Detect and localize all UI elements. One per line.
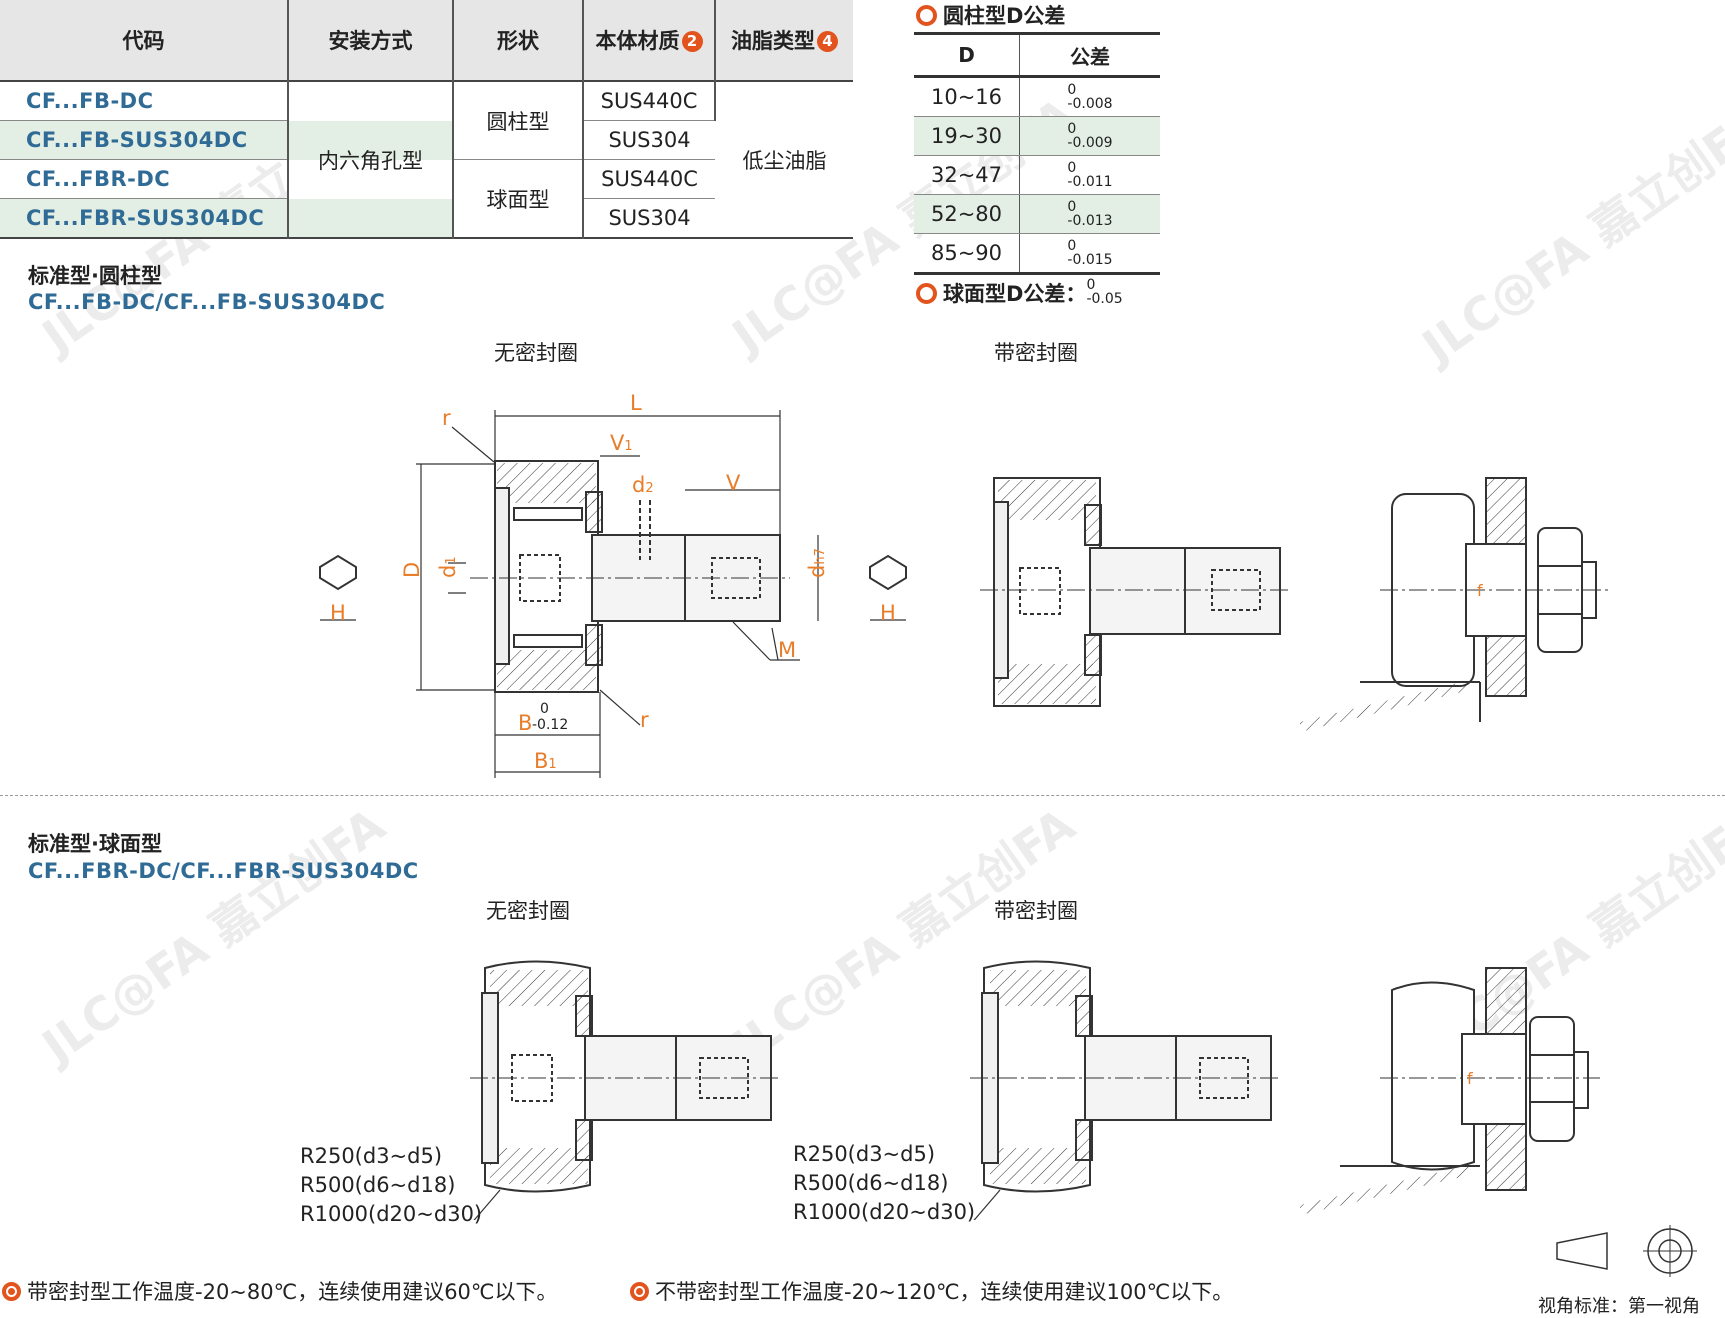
tol-value: 0-0.008: [1019, 76, 1160, 117]
grease-cell: 低尘油脂: [742, 148, 827, 173]
tol-range: 19~30: [914, 116, 1020, 156]
projection-label: 视角标准：第一视角: [1538, 1296, 1700, 1317]
bullet-icon: [630, 1282, 649, 1301]
material-cell: SUS440C: [601, 167, 698, 191]
dim-D: D: [400, 562, 424, 578]
dim-B-lower: -0.12: [532, 717, 568, 733]
sphere-drawing: f: [470, 960, 1600, 1220]
tol-value: 0-0.015: [1019, 233, 1160, 275]
section1-codes: CF...FB-DC/CF...FB-SUS304DC: [28, 290, 386, 314]
dim-H: H: [330, 601, 346, 625]
dim-r: r: [640, 708, 649, 732]
cylinder-drawing: L V1 d2 V D d1 dh7 H H M r r B 0 -0.12 B…: [319, 391, 1610, 778]
dim-d2: d2: [632, 473, 654, 497]
dim-V: V: [726, 471, 741, 495]
dim-B1: B1: [534, 749, 557, 773]
bullet-icon: [2, 1282, 21, 1301]
table-row: 10~16 0-0.008: [914, 76, 1160, 117]
grease-note-badge: 4: [817, 31, 838, 52]
tol-value: 0-0.009: [1019, 116, 1160, 156]
header-code: 代码: [0, 0, 289, 81]
header-shape: 形状: [453, 0, 584, 81]
material-cell: SUS304: [583, 120, 715, 160]
header-mount: 安装方式: [288, 0, 454, 81]
dim-f: f: [1477, 581, 1483, 600]
section1-caption-sealed: 带密封圈: [994, 341, 1078, 365]
tol-range: 85~90: [914, 233, 1020, 275]
tol-value: 0-0.011: [1019, 155, 1160, 195]
dim-B: B: [518, 711, 532, 735]
code-cell: CF...FB-DC: [0, 81, 289, 121]
section-divider: [0, 795, 1725, 796]
section1-title: 标准型·圆柱型: [28, 264, 162, 288]
tolerance-table: D 公差 10~16 0-0.008 19~30 0-0.009 32~47 0…: [914, 32, 1160, 275]
code-cell: CF...FBR-SUS304DC: [0, 198, 289, 238]
table-row: 32~47 0-0.011: [914, 155, 1160, 195]
dim-V1: V1: [610, 431, 633, 455]
section2-codes: CF...FBR-DC/CF...FBR-SUS304DC: [28, 859, 419, 883]
table-row: CF...FB-DC 内六角孔型 圆柱型 SUS440C 低尘油脂: [0, 81, 853, 238]
section2-title: 标准型·球面型: [28, 832, 162, 856]
first-angle-projection-icon: [1556, 1225, 1697, 1277]
shape-cell-sphere: 球面型: [453, 159, 584, 238]
dim-dh7: dh7: [805, 548, 829, 578]
section2-caption-sealed: 带密封圈: [994, 899, 1078, 923]
section1-caption-unsealed: 无密封圈: [494, 341, 578, 365]
radius-notes-right: R250(d3~d5)R500(d6~d18)R1000(d20~d30): [793, 1142, 976, 1224]
note-sealed: 带密封型工作温度-20~80℃，连续使用建议60℃以下。: [2, 1276, 558, 1306]
mount-cell: 内六角孔型: [288, 81, 454, 238]
tol-range: 52~80: [914, 194, 1020, 234]
tolerance-title: 圆柱型D公差: [916, 0, 1065, 30]
ring-icon: [916, 5, 937, 26]
dim-M: M: [778, 638, 796, 662]
dim-B-upper: 0: [540, 701, 549, 717]
tol-range: 32~47: [914, 155, 1020, 195]
dim-r: r: [442, 406, 451, 430]
tol-header-tol: 公差: [1019, 32, 1160, 78]
section2-caption-unsealed: 无密封圈: [486, 899, 570, 923]
tol-value: 0-0.013: [1019, 194, 1160, 234]
dim-d1: d1: [436, 556, 460, 578]
tol-header-d: D: [914, 32, 1020, 78]
sphere-tolerance: 球面型D公差：0-0.05: [916, 278, 1123, 308]
dim-H: H: [880, 601, 896, 625]
shape-cell-cylinder: 圆柱型: [453, 81, 584, 160]
code-cell: CF...FBR-DC: [0, 159, 289, 199]
dim-L: L: [630, 391, 642, 415]
note-unsealed: 不带密封型工作温度-20~120℃，连续使用建议100℃以下。: [630, 1276, 1233, 1306]
watermark: JLC@FA 嘉立创FA: [1412, 97, 1725, 374]
ring-icon: [916, 283, 937, 304]
table-row: 52~80 0-0.013: [914, 194, 1160, 234]
material-cell: SUS304: [583, 198, 715, 238]
tol-range: 10~16: [914, 76, 1020, 117]
material-note-badge: 2: [681, 31, 703, 52]
table-row: CF...FBR-DC 球面型 SUS440C: [0, 159, 853, 238]
material-cell: SUS440C: [583, 81, 716, 121]
radius-notes-left: R250(d3~d5)R500(d6~d18)R1000(d20~d30): [300, 1144, 483, 1226]
code-cell: CF...FB-SUS304DC: [0, 120, 289, 160]
dim-f: f: [1467, 1069, 1473, 1088]
table-row: 85~90 0-0.015: [914, 233, 1160, 275]
table-row: 19~30 0-0.009: [914, 116, 1160, 156]
